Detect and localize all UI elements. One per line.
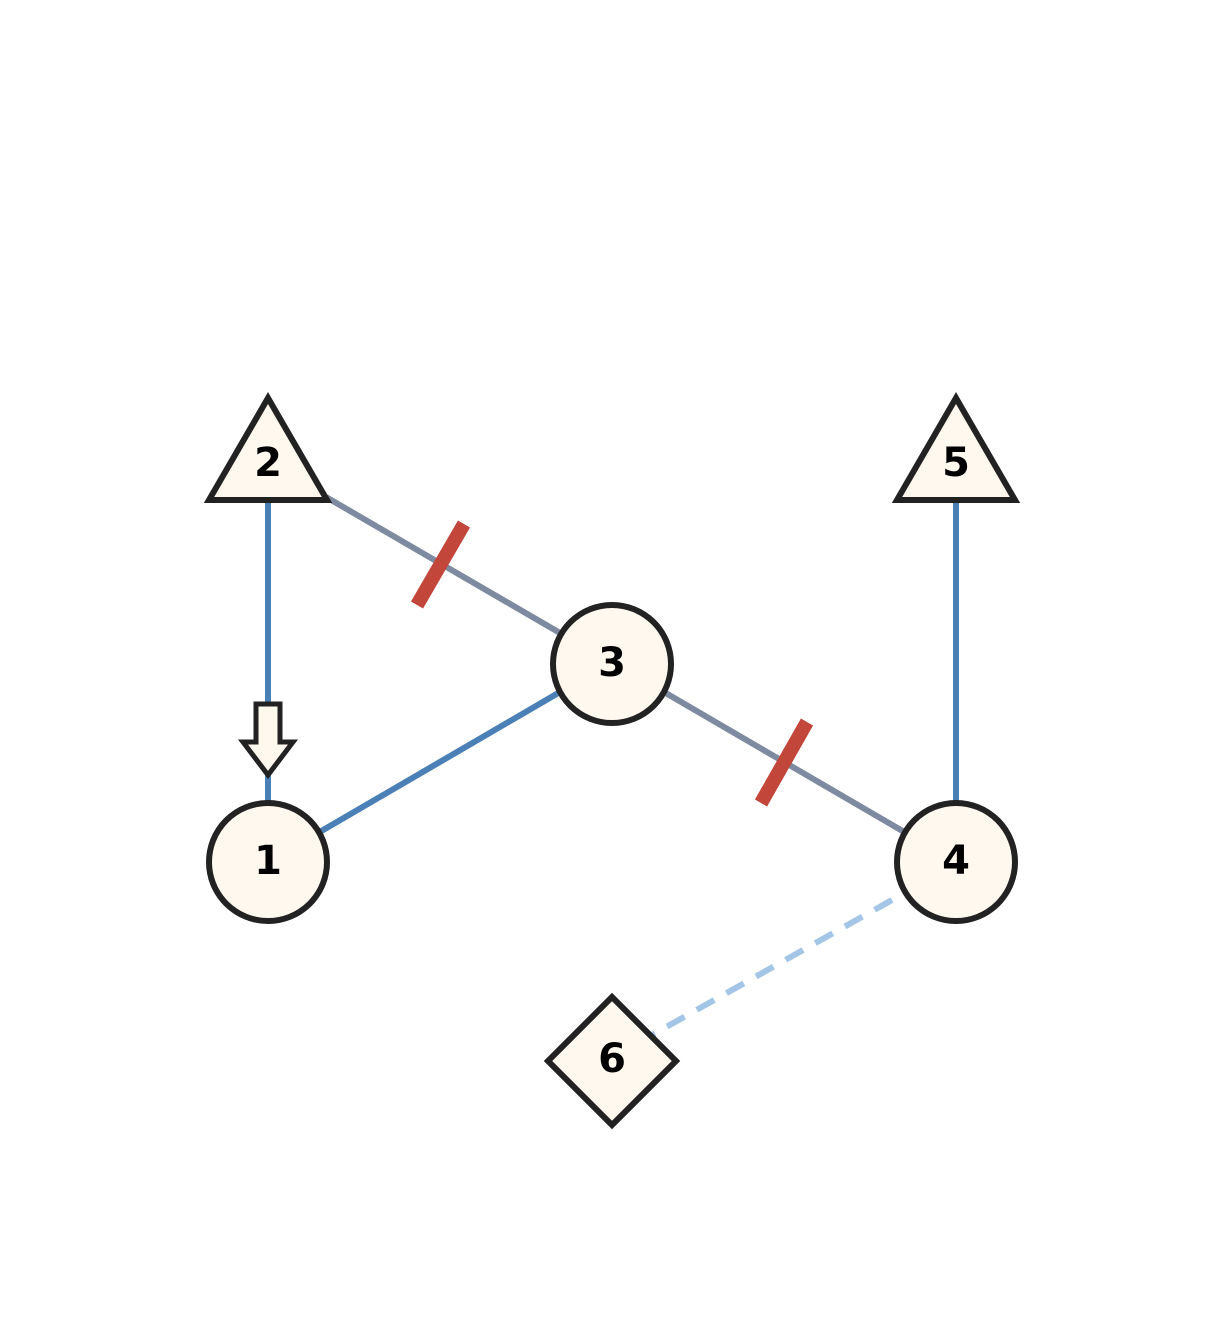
node-3-label: 3 — [598, 640, 626, 686]
node-5-label: 5 — [942, 440, 970, 486]
node-1-label: 1 — [254, 838, 282, 884]
edge-3-1 — [316, 689, 562, 836]
node-1: 1 — [206, 800, 330, 924]
node-5: 5 — [891, 392, 1021, 503]
node-4-label: 4 — [942, 838, 970, 884]
nodes-layer: 1 2 3 4 5 6 — [203, 392, 1021, 1130]
node-6-label: 6 — [598, 1036, 626, 1082]
node-4: 4 — [894, 800, 1018, 924]
node-5-triangle — [891, 392, 1021, 503]
node-3: 3 — [550, 602, 674, 726]
node-4-circle — [894, 800, 1018, 924]
break-mark-edge-3-4 — [754, 718, 814, 807]
hollow-arrow-down-icon — [237, 701, 299, 780]
edges-layer — [265, 494, 959, 1038]
node-2-label: 2 — [254, 440, 282, 486]
edge-4-6 — [650, 897, 894, 1038]
edge-markers-layer — [237, 520, 814, 807]
node-1-circle — [206, 800, 330, 924]
node-2: 2 — [203, 392, 333, 503]
break-mark-edge-2-3 — [410, 520, 471, 609]
node-2-triangle — [203, 392, 333, 503]
node-3-circle — [550, 602, 674, 726]
node-6: 6 — [543, 992, 681, 1130]
node-6-diamond — [543, 992, 681, 1130]
